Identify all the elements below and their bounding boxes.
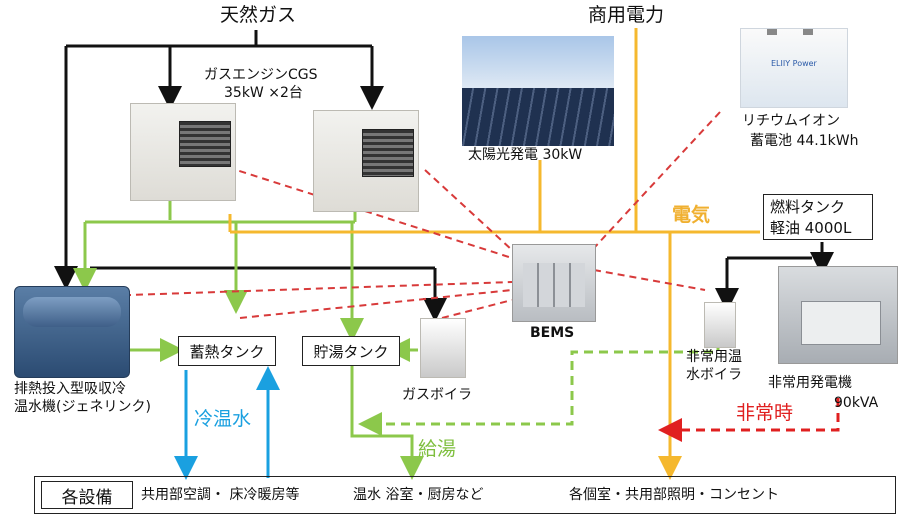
hot-water-tank: 貯湯タンク bbox=[302, 336, 400, 366]
cgs-unit-2 bbox=[313, 110, 419, 212]
gas-lines bbox=[54, 30, 834, 322]
emergency-generator-spec: 90kVA bbox=[834, 395, 879, 411]
facilities-bar: 各設備 共用部空調・ 床冷暖房等 温水 浴室・厨房など 各個室・共用部照明・コン… bbox=[34, 476, 896, 514]
chiller-label-1: 排熱投入型吸収冷 bbox=[14, 381, 126, 397]
emergency-boiler-label-1: 非常用温 bbox=[686, 349, 742, 365]
bems-image bbox=[512, 244, 596, 322]
bems-label: BEMS bbox=[530, 325, 575, 341]
emergency-generator-label: 非常用発電機 bbox=[768, 375, 852, 391]
absorption-chiller-image bbox=[14, 286, 130, 378]
fuel-tank-label-2: 軽油 4000L bbox=[770, 219, 852, 237]
battery-image: ELIIY Power bbox=[740, 28, 848, 108]
heat-lines bbox=[73, 200, 720, 480]
fuel-tank-box: 燃料タンク 軽油 4000L bbox=[763, 194, 873, 240]
water-lines bbox=[174, 366, 280, 480]
hot-water-supply-label: 給湯 bbox=[418, 438, 457, 460]
facility-hvac: 共用部空調・ 床冷暖房等 bbox=[141, 487, 300, 503]
cgs-spec: 35kW ×2台 bbox=[224, 85, 303, 101]
heat-storage-tank: 蓄熱タンク bbox=[178, 336, 276, 366]
facility-hot-water: 温水 浴室・厨房など bbox=[353, 487, 484, 503]
emergency-line bbox=[658, 398, 840, 442]
fuel-tank-label-1: 燃料タンク bbox=[770, 198, 846, 216]
emergency-label: 非常時 bbox=[736, 402, 794, 424]
facility-power: 各個室・共用部照明・コンセント bbox=[569, 487, 779, 503]
gas-boiler-image bbox=[420, 318, 466, 378]
battery-label-2: 蓄電池 44.1kWh bbox=[750, 133, 859, 149]
electricity-label: 電気 bbox=[672, 204, 711, 226]
emergency-boiler-label-2: 水ボイラ bbox=[686, 367, 742, 383]
solar-panel-image bbox=[462, 36, 614, 146]
cold-hot-water-label: 冷温水 bbox=[194, 408, 252, 430]
grid-power-label: 商用電力 bbox=[588, 4, 665, 26]
natural-gas-label: 天然ガス bbox=[220, 4, 297, 26]
emergency-generator-image bbox=[778, 266, 898, 364]
facilities-title: 各設備 bbox=[41, 481, 133, 509]
cgs-unit-1 bbox=[130, 103, 236, 201]
emergency-boiler-image bbox=[704, 302, 736, 348]
battery-label-1: リチウムイオン bbox=[742, 113, 840, 129]
gas-boiler-label: ガスボイラ bbox=[402, 387, 472, 403]
battery-brand: ELIIY Power bbox=[771, 59, 817, 68]
solar-label: 太陽光発電 30kW bbox=[468, 147, 583, 163]
chiller-label-2: 温水機(ジェネリンク) bbox=[14, 399, 151, 415]
cgs-name: ガスエンジンCGS bbox=[204, 67, 318, 83]
